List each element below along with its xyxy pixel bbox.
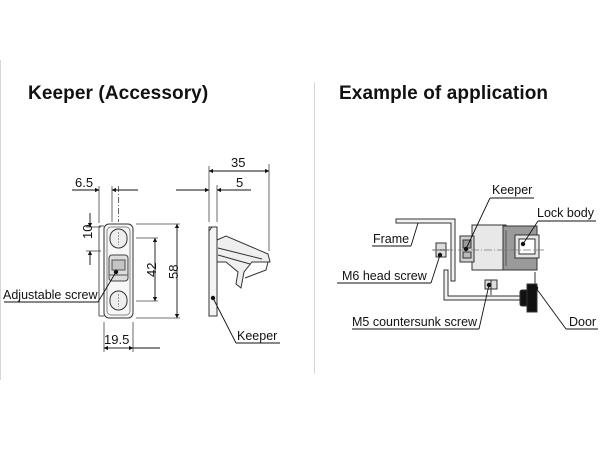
- lock-body-leader: [522, 220, 596, 245]
- left-border-line: [0, 60, 1, 380]
- dim-label-35: 35: [231, 155, 245, 170]
- m5-screw-dot: [486, 282, 492, 288]
- keeper-heading: Keeper (Accessory): [28, 83, 209, 104]
- panel-divider: [314, 82, 315, 374]
- lock-body-dot: [520, 241, 526, 247]
- keeper-dot-left: [210, 295, 216, 301]
- lock-body-label: Lock body: [537, 206, 595, 220]
- keeper-front-view: [98, 186, 134, 319]
- dim-label-10: 10: [80, 225, 95, 239]
- keeper-leader-right: [465, 197, 534, 250]
- m6-screw-leader: [337, 254, 441, 284]
- application-heading: Example of application: [339, 83, 549, 104]
- application-assembly: [395, 218, 545, 313]
- dim-label-58: 58: [166, 265, 181, 279]
- adjustable-screw-leader: [4, 271, 117, 303]
- dim-label-42: 42: [144, 263, 159, 277]
- dim-label-6-5: 6.5: [75, 175, 93, 190]
- m6-screw-label: M6 head screw: [342, 269, 428, 283]
- m5-screw-leader: [352, 284, 490, 330]
- keeper-label-right: Keeper: [492, 183, 532, 197]
- m6-screw-dot: [437, 252, 443, 258]
- adjustable-screw-dot: [113, 269, 119, 275]
- keeper-leader-left: [212, 297, 280, 344]
- keeper-dot-right: [463, 246, 469, 252]
- frame-label: Frame: [373, 232, 409, 246]
- door-leader: [535, 287, 598, 330]
- keeper-side-view: [208, 226, 271, 317]
- adjustable-screw-label: Adjustable screw: [3, 288, 98, 302]
- dim-label-19-5: 19.5: [104, 332, 129, 347]
- keeper-label-left: Keeper: [237, 329, 277, 343]
- door-dot: [533, 285, 539, 291]
- frame-leader: [372, 222, 419, 247]
- door-label: Door: [569, 315, 596, 329]
- dim-label-5: 5: [236, 175, 243, 190]
- m5-screw-label: M5 countersunk screw: [352, 315, 478, 329]
